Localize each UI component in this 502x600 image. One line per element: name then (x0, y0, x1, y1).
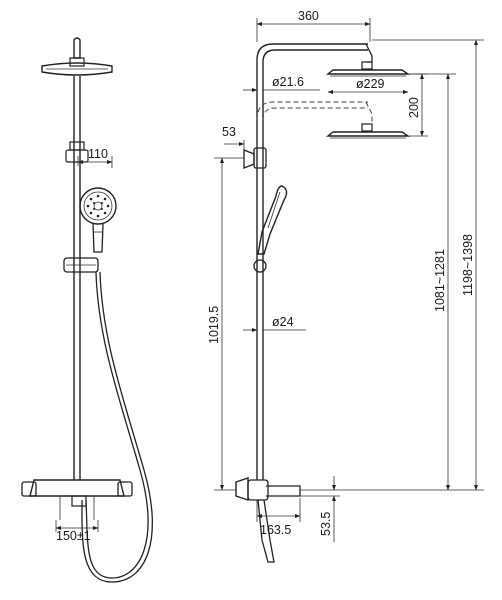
dim-1081-1281: 1081~1281 (300, 73, 456, 491)
hand-shower-front (79, 187, 117, 253)
dim-1081-1281-label: 1081~1281 (433, 249, 447, 312)
side-mixer-spout (235, 477, 301, 563)
dim-163-5-label: 163.5 (260, 523, 291, 537)
slide-holder (63, 257, 99, 273)
dim-1019-5-label: 1019.5 (207, 306, 221, 344)
dim-24: ø24 (243, 315, 306, 332)
side-shower-head-upper (326, 61, 411, 77)
dim-163-5: 163.5 (256, 498, 301, 537)
dim-229-label: ø229 (356, 77, 385, 91)
dim-150: 150±1 (55, 520, 99, 543)
front-view: 110 150±1 (21, 37, 153, 583)
dim-1198-1398: 1198~1398 (372, 39, 484, 491)
side-hand-shower (253, 185, 288, 273)
dim-21-6-label: ø21.6 (272, 75, 304, 89)
overhead-shower-head (41, 57, 113, 76)
side-riser-pipe (256, 43, 373, 480)
riser-top-cap (73, 37, 81, 59)
thermostatic-mixer (21, 479, 133, 520)
wall-bracket (65, 141, 89, 163)
dim-1019-5: 1019.5 (207, 157, 244, 491)
dim-200-label: 200 (407, 97, 421, 118)
dim-150-label: 150±1 (56, 529, 91, 543)
side-shower-head-lower (326, 123, 411, 139)
side-wall-bracket (243, 147, 267, 169)
dim-24-label: ø24 (272, 315, 294, 329)
dim-110-label: 110 (88, 147, 108, 161)
dim-360: 360 (256, 9, 371, 42)
side-view: 360 ø21.6 ø229 200 53 (207, 9, 484, 563)
dashed-lower-position (256, 101, 373, 124)
riser-pipe (73, 76, 81, 480)
dim-229: ø229 (327, 77, 409, 94)
dim-1198-1398-label: 1198~1398 (461, 234, 475, 296)
dim-53-5-label: 53.5 (319, 512, 333, 536)
dim-110: 110 (77, 147, 113, 168)
dim-53-5: 53.5 (300, 476, 340, 542)
dim-360-label: 360 (298, 9, 319, 23)
dim-21-6: ø21.6 (243, 75, 320, 92)
dim-53: 53 (222, 125, 258, 150)
shower-hose (81, 271, 153, 583)
dim-53-label: 53 (222, 125, 236, 139)
dim-200: 200 (407, 73, 428, 137)
